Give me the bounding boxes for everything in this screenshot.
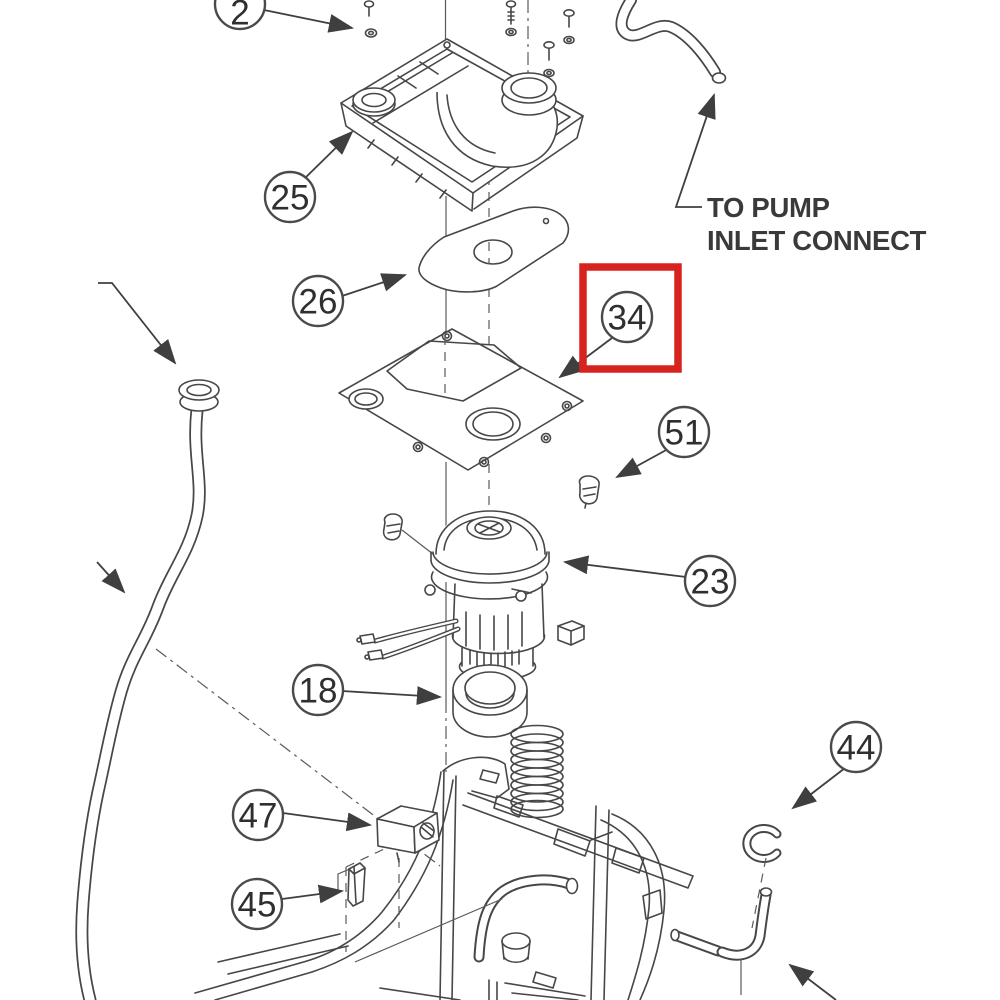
screws bbox=[363, 0, 575, 78]
drain-hose bbox=[75, 379, 220, 1000]
part-clip-51 bbox=[578, 475, 600, 509]
highlight-box-34 bbox=[579, 263, 682, 373]
callout-25-label: 25 bbox=[271, 179, 310, 218]
callout-34-label: 34 bbox=[608, 299, 647, 338]
annotation-line-2: INLET CONNECT bbox=[707, 225, 927, 256]
callout-23: 23 bbox=[683, 554, 737, 608]
annotation-line-1: TO PUMP bbox=[707, 192, 830, 223]
part-seal-ring bbox=[452, 664, 528, 738]
callout-45-label: 45 bbox=[238, 886, 277, 925]
part-clip-45 bbox=[347, 862, 366, 907]
callout-26-label: 26 bbox=[299, 283, 338, 322]
pump-inlet-hose bbox=[615, 0, 727, 84]
part-c-clip-44 bbox=[742, 824, 782, 929]
callout-45: 45 bbox=[230, 877, 284, 931]
callout-51-label: 51 bbox=[665, 414, 704, 453]
coil-spring bbox=[510, 724, 564, 819]
part-motor-cover-plate bbox=[340, 38, 584, 212]
part-gasket-plate-34 bbox=[338, 328, 584, 471]
callout-44-label: 44 bbox=[837, 729, 876, 768]
callout-2-label: 2 bbox=[230, 0, 249, 33]
callout-51: 51 bbox=[657, 405, 711, 459]
part-clip-left bbox=[382, 513, 448, 566]
pump-inlet-annotation: TO PUMP INLET CONNECT bbox=[707, 192, 927, 256]
tank-assembly bbox=[194, 756, 694, 1000]
callouts: 2 25 26 34 51 23 18 47 bbox=[213, 0, 883, 931]
callout-23-label: 23 bbox=[691, 563, 730, 602]
part-cube-nut bbox=[557, 620, 585, 646]
callout-18-label: 18 bbox=[299, 672, 338, 711]
part-block-47 bbox=[376, 805, 440, 863]
leader-lines bbox=[96, 9, 846, 1000]
callout-18: 18 bbox=[291, 663, 345, 717]
callout-47-label: 47 bbox=[239, 797, 278, 836]
callout-25: 25 bbox=[263, 170, 317, 224]
callout-47: 47 bbox=[231, 788, 285, 842]
callout-34: 34 bbox=[600, 290, 654, 344]
callout-26: 26 bbox=[291, 274, 345, 328]
part-gasket-small bbox=[418, 206, 570, 293]
part-vac-motor bbox=[424, 510, 550, 681]
motor-wires bbox=[356, 618, 461, 661]
callout-44: 44 bbox=[829, 720, 883, 774]
callout-2: 2 bbox=[213, 0, 267, 33]
elbow-fittings bbox=[670, 887, 773, 995]
